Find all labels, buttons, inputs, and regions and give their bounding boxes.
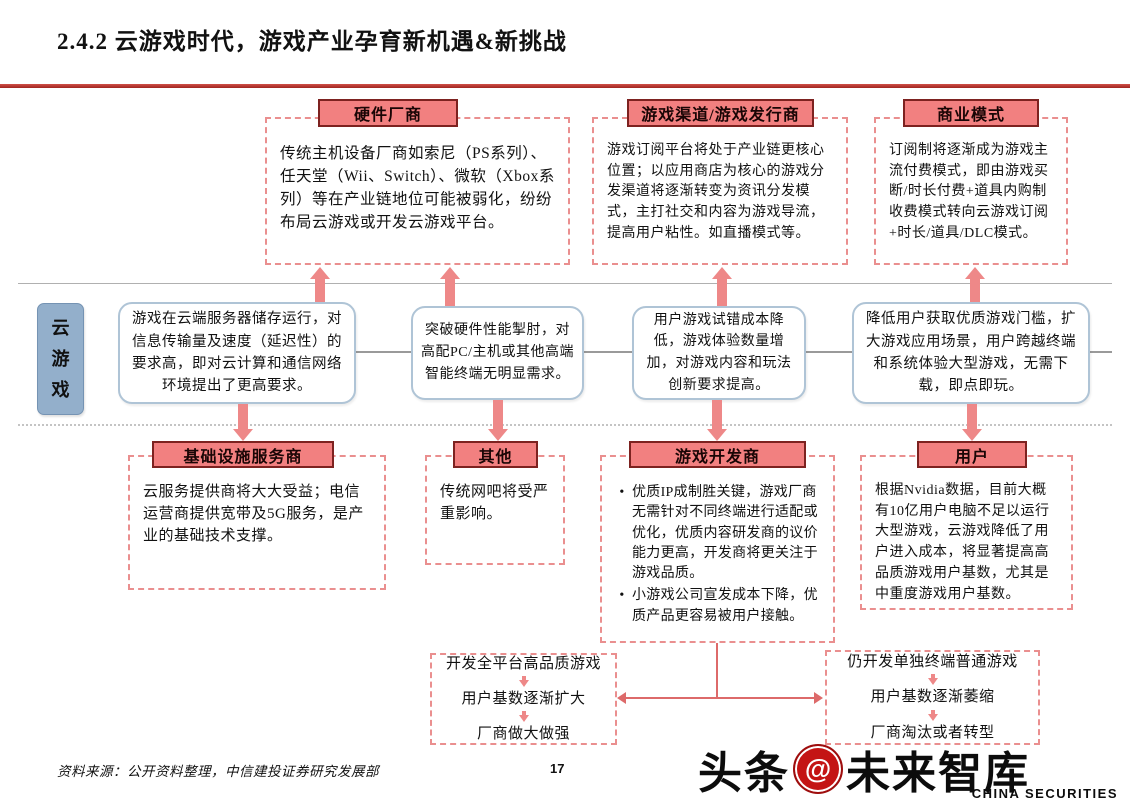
arrow-right-icon xyxy=(814,692,823,704)
arrow-up-icon xyxy=(310,267,330,302)
game-developers-header: 游戏开发商 xyxy=(629,441,806,468)
business-model-text: 订阅制将逐渐成为游戏主流付费模式，即由游戏买断/时长付费+道具内购制收费模式转向… xyxy=(889,143,1049,241)
watermark-prefix: 头条 xyxy=(698,749,790,798)
outcome-line: 用户基数逐渐扩大 xyxy=(461,690,586,707)
hardware-vendors-text: 传统主机设备厂商如索尼（PS系列）、任天堂（Wii、Switch）、微软（Xbo… xyxy=(280,145,555,231)
at-seal-icon: @ xyxy=(793,744,843,794)
arrow-up-icon xyxy=(965,267,985,302)
outcome-negative-box: 仍开发单独终端普通游戏 用户基数逐渐萎缩 厂商淘汰或者转型 xyxy=(825,650,1040,745)
game-channels-text: 游戏订阅平台将处于产业链更核心位置；以应用商店为核心的游戏分发渠道将逐渐转变为资… xyxy=(607,143,825,241)
at-symbol: @ xyxy=(804,753,832,784)
middle-note-cloud-servers: 游戏在云端服务器储存运行，对信息传输量及速度（延迟性）的要求高，即对云计算和通信… xyxy=(118,302,356,404)
split-connector-horizontal xyxy=(617,692,823,704)
mini-down-arrow-icon xyxy=(518,675,529,687)
business-model-header: 商业模式 xyxy=(903,99,1039,127)
hardware-vendors-box: 传统主机设备厂商如索尼（PS系列）、任天堂（Wii、Switch）、微软（Xbo… xyxy=(265,117,570,265)
cloud-gaming-label-text: 云游戏 xyxy=(51,317,70,400)
bullet-icon: • xyxy=(619,485,625,500)
users-header: 用户 xyxy=(917,441,1027,468)
hardware-vendors-header: 硬件厂商 xyxy=(318,99,458,127)
arrow-down-icon xyxy=(707,400,727,441)
page-title: 2.4.2 云游戏时代，游戏产业孕育新机遇&新挑战 xyxy=(57,29,567,54)
source-note: 资料来源：公开资料整理，中信建投证券研究发展部 xyxy=(57,764,379,779)
bullet-item: • 小游戏公司宣发成本下降，优质产品更容易被用户接触。 xyxy=(612,586,823,627)
game-channels-header: 游戏渠道/游戏发行商 xyxy=(627,99,814,127)
users-text: 根据Nvidia数据，目前大概有10亿用户电脑不足以运行大型游戏，云游戏降低了用… xyxy=(875,483,1050,602)
band-top-line xyxy=(18,283,1112,284)
outcome-line: 厂商做大做强 xyxy=(476,726,570,743)
arrow-down-icon xyxy=(488,400,508,441)
others-header: 其他 xyxy=(453,441,538,468)
bullet-text: 优质IP成制胜关键，游戏厂商无需针对不同终端进行适配或优化，优质内容研发商的议价… xyxy=(632,485,818,582)
cloud-gaming-label: 云游戏 xyxy=(37,303,84,415)
mini-down-arrow-icon xyxy=(927,674,938,686)
connector-segment xyxy=(356,351,411,353)
mini-down-arrow-icon xyxy=(518,711,529,723)
infrastructure-header: 基础设施服务商 xyxy=(152,441,334,468)
game-channels-box: 游戏订阅平台将处于产业链更核心位置；以应用商店为核心的游戏分发渠道将逐渐转变为资… xyxy=(592,117,848,265)
bullet-item: • 优质IP成制胜关键，游戏厂商无需针对不同终端进行适配或优化，优质内容研发商的… xyxy=(612,483,823,584)
arrow-down-icon xyxy=(233,404,253,441)
page-number: 17 xyxy=(550,761,565,776)
mini-down-arrow-icon xyxy=(927,709,938,721)
outcome-line: 厂商淘汰或者转型 xyxy=(870,724,995,741)
bullet-text: 小游戏公司宣发成本下降，优质产品更容易被用户接触。 xyxy=(632,588,818,624)
toutiao-watermark: 头条 @ 未来智库 CHINA SECURITIES xyxy=(698,740,1120,801)
game-developers-bullets: • 优质IP成制胜关键，游戏厂商无需针对不同终端进行适配或优化，优质内容研发商的… xyxy=(602,457,833,633)
band-bottom-line xyxy=(18,424,1112,426)
middle-note-threshold: 降低用户获取优质游戏门槛，扩大游戏应用场景，用户跨越终端和系统体验大型游戏，无需… xyxy=(852,302,1090,404)
connector-segment xyxy=(806,351,852,353)
title-underline xyxy=(0,84,1130,88)
connector-segment xyxy=(1090,351,1112,353)
watermark-subtitle: CHINA SECURITIES xyxy=(971,786,1118,801)
bullet-icon: • xyxy=(619,588,625,604)
connector-line xyxy=(625,697,815,699)
outcome-line: 开发全平台高品质游戏 xyxy=(445,655,601,672)
others-box: 传统网吧将受严重影响。 xyxy=(425,455,565,565)
arrow-left-icon xyxy=(617,692,626,704)
infrastructure-text: 云服务提供商将大大受益；电信运营商提供宽带及5G服务，是产业的基础技术支撑。 xyxy=(143,484,364,545)
outcome-line: 仍开发单独终端普通游戏 xyxy=(847,654,1018,671)
outcome-line: 用户基数逐渐萎缩 xyxy=(870,689,995,706)
infrastructure-box: 云服务提供商将大大受益；电信运营商提供宽带及5G服务，是产业的基础技术支撑。 xyxy=(128,455,386,590)
others-text: 传统网吧将受严重影响。 xyxy=(440,484,549,523)
middle-note-trial-cost: 用户游戏试错成本降低，游戏体验数量增加，对游戏内容和玩法创新要求提高。 xyxy=(632,306,806,400)
arrow-up-icon xyxy=(440,267,460,306)
split-connector-vertical xyxy=(716,643,718,698)
game-developers-box: • 优质IP成制胜关键，游戏厂商无需针对不同终端进行适配或优化，优质内容研发商的… xyxy=(600,455,835,643)
outcome-positive-box: 开发全平台高品质游戏 用户基数逐渐扩大 厂商做大做强 xyxy=(430,653,617,745)
arrow-down-icon xyxy=(962,404,982,441)
connector-segment xyxy=(584,351,632,353)
watermark-brand: 未来智库 xyxy=(846,749,1030,798)
users-box: 根据Nvidia数据，目前大概有10亿用户电脑不足以运行大型游戏，云游戏降低了用… xyxy=(860,455,1073,610)
middle-note-hardware: 突破硬件性能掣肘，对高配PC/主机或其他高端智能终端无明显需求。 xyxy=(411,306,584,400)
business-model-box: 订阅制将逐渐成为游戏主流付费模式，即由游戏买断/时长付费+道具内购制收费模式转向… xyxy=(874,117,1068,265)
arrow-up-icon xyxy=(712,267,732,306)
